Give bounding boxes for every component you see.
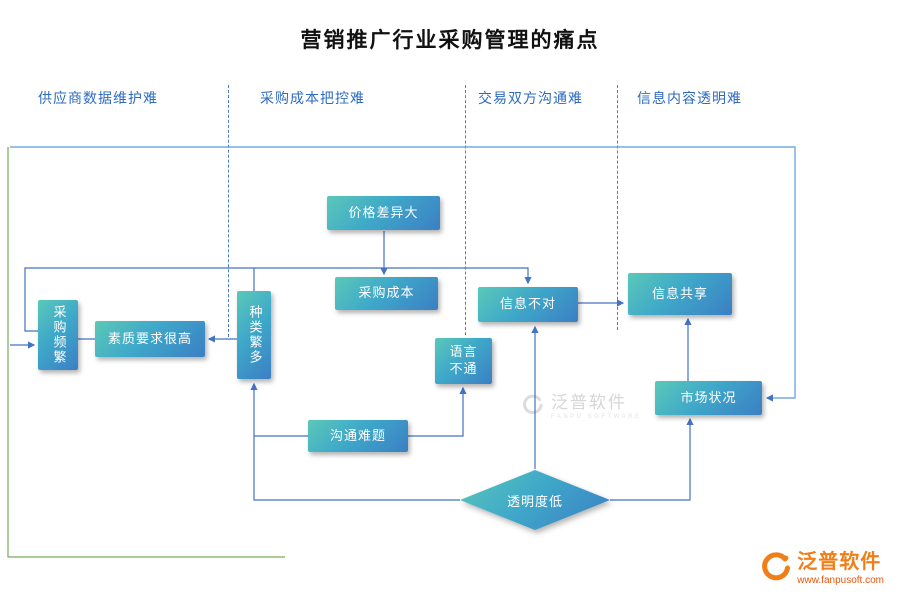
node-quality-requirement: 素质要求很高 <box>95 321 205 357</box>
footer-logo: 泛普软件 www.fanpusoft.com <box>759 545 884 586</box>
column-divider-3 <box>617 85 618 330</box>
node-language-barrier: 语言不通 <box>435 338 492 384</box>
column-header-cost-control: 采购成本把控难 <box>260 90 365 106</box>
node-info-sharing: 信息共享 <box>628 273 732 315</box>
node-market-condition: 市场状况 <box>655 381 762 415</box>
diagram-title: 营销推广行业采购管理的痛点 <box>300 29 600 52</box>
node-many-categories: 种类繁多 <box>237 291 271 379</box>
column-header-transparency: 信息内容透明难 <box>637 90 742 106</box>
footer-brand-name: 泛普软件 <box>797 551 882 573</box>
footer-logo-icon <box>762 551 791 580</box>
node-low-transparency: 透明度低 <box>460 470 610 530</box>
watermark-brand-sub: FANPU SOFTWARE <box>551 414 642 420</box>
column-divider-2 <box>465 85 466 335</box>
node-price-difference: 价格差异大 <box>327 196 440 230</box>
column-header-communication: 交易双方沟通难 <box>478 90 583 106</box>
node-info-mismatch: 信息不对 <box>478 287 578 322</box>
node-frequent-procurement: 采购频繁 <box>38 300 78 370</box>
footer-website-link[interactable]: www.fanpusoft.com <box>797 575 884 586</box>
node-low-transparency-label: 透明度低 <box>460 470 610 530</box>
column-divider-1 <box>228 85 229 337</box>
node-communication-problem: 沟通难题 <box>308 420 408 452</box>
column-header-supplier-data: 供应商数据维护难 <box>38 90 158 106</box>
node-procurement-cost: 采购成本 <box>335 277 438 310</box>
watermark-brand-name: 泛普软件 <box>551 393 627 412</box>
